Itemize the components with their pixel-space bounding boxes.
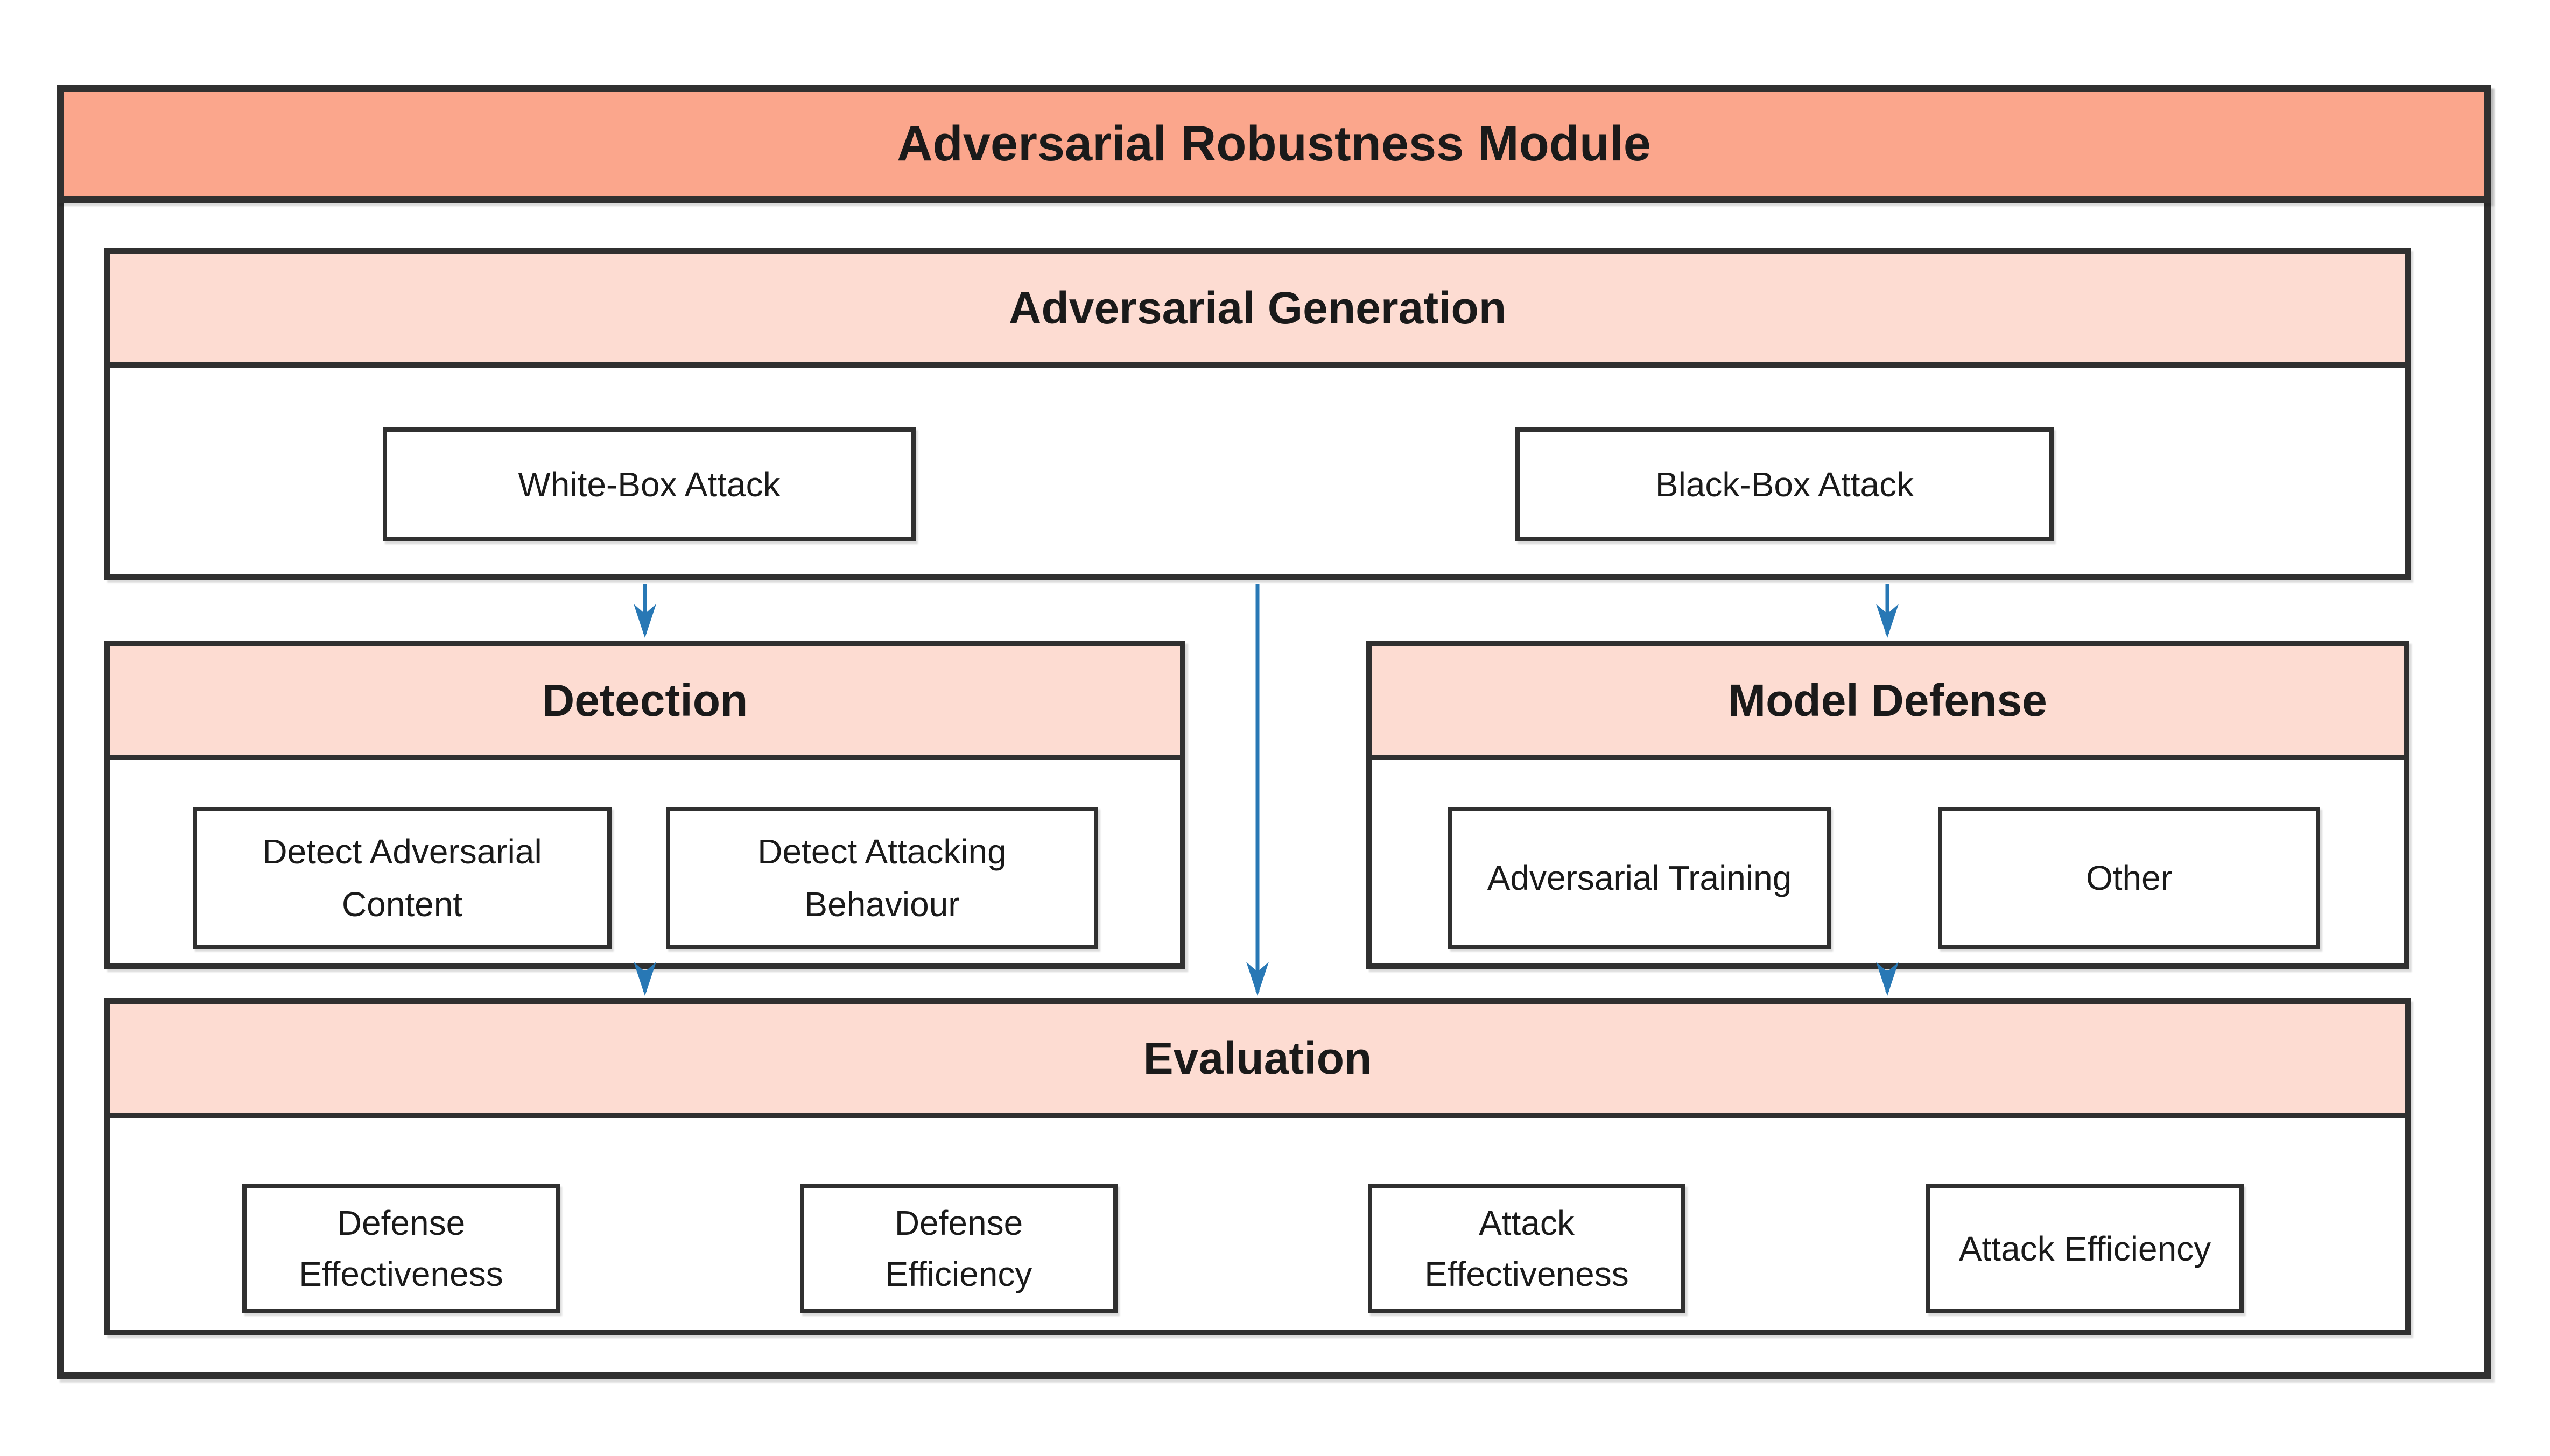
section-title: Evaluation bbox=[1143, 1032, 1372, 1084]
node-label: White-Box Attack bbox=[518, 465, 781, 504]
section-header-evaluation: Evaluation bbox=[110, 1004, 2405, 1118]
section-header-model-defense: Model Defense bbox=[1372, 646, 2404, 760]
node-label: Attack Efficiency bbox=[1958, 1229, 2211, 1268]
module-title: Adversarial Robustness Module bbox=[897, 116, 1651, 171]
section-title: Adversarial Generation bbox=[1008, 282, 1507, 333]
node-attack-efficiency: Attack Efficiency bbox=[1926, 1184, 2244, 1313]
section-evaluation: Evaluation Defense Effectiveness Defense… bbox=[104, 998, 2411, 1335]
node-label: Detect Adversarial Content bbox=[262, 832, 542, 924]
node-defense-efficiency: Defense Efficiency bbox=[800, 1184, 1118, 1313]
section-title: Detection bbox=[542, 674, 748, 726]
section-detection: Detection Detect Adversarial Content Det… bbox=[104, 641, 1185, 969]
section-header-detection: Detection bbox=[110, 646, 1180, 760]
node-other: Other bbox=[1938, 807, 2320, 949]
node-detect-adversarial-content: Detect Adversarial Content bbox=[193, 807, 612, 949]
section-header-adversarial-generation: Adversarial Generation bbox=[110, 254, 2405, 368]
section-title: Model Defense bbox=[1728, 674, 2047, 726]
node-label: Black-Box Attack bbox=[1655, 465, 1914, 504]
section-adversarial-generation: Adversarial Generation White-Box Attack … bbox=[104, 248, 2411, 580]
node-defense-effectiveness: Defense Effectiveness bbox=[242, 1184, 560, 1313]
module-title-bar: Adversarial Robustness Module bbox=[57, 85, 2491, 203]
node-label: Detect Attacking Behaviour bbox=[757, 832, 1007, 924]
node-label: Other bbox=[2085, 859, 2173, 897]
node-detect-attacking-behaviour: Detect Attacking Behaviour bbox=[666, 807, 1098, 949]
node-label: Defense Effectiveness bbox=[299, 1204, 503, 1293]
node-attack-effectiveness: Attack Effectiveness bbox=[1368, 1184, 1685, 1313]
node-label: Attack Effectiveness bbox=[1424, 1204, 1629, 1293]
node-label: Defense Efficiency bbox=[885, 1204, 1032, 1293]
node-white-box-attack: White-Box Attack bbox=[383, 427, 916, 541]
node-black-box-attack: Black-Box Attack bbox=[1515, 427, 2054, 541]
section-model-defense: Model Defense Adversarial Training Other bbox=[1366, 641, 2409, 969]
node-adversarial-training: Adversarial Training bbox=[1448, 807, 1831, 949]
node-label: Adversarial Training bbox=[1487, 859, 1792, 897]
